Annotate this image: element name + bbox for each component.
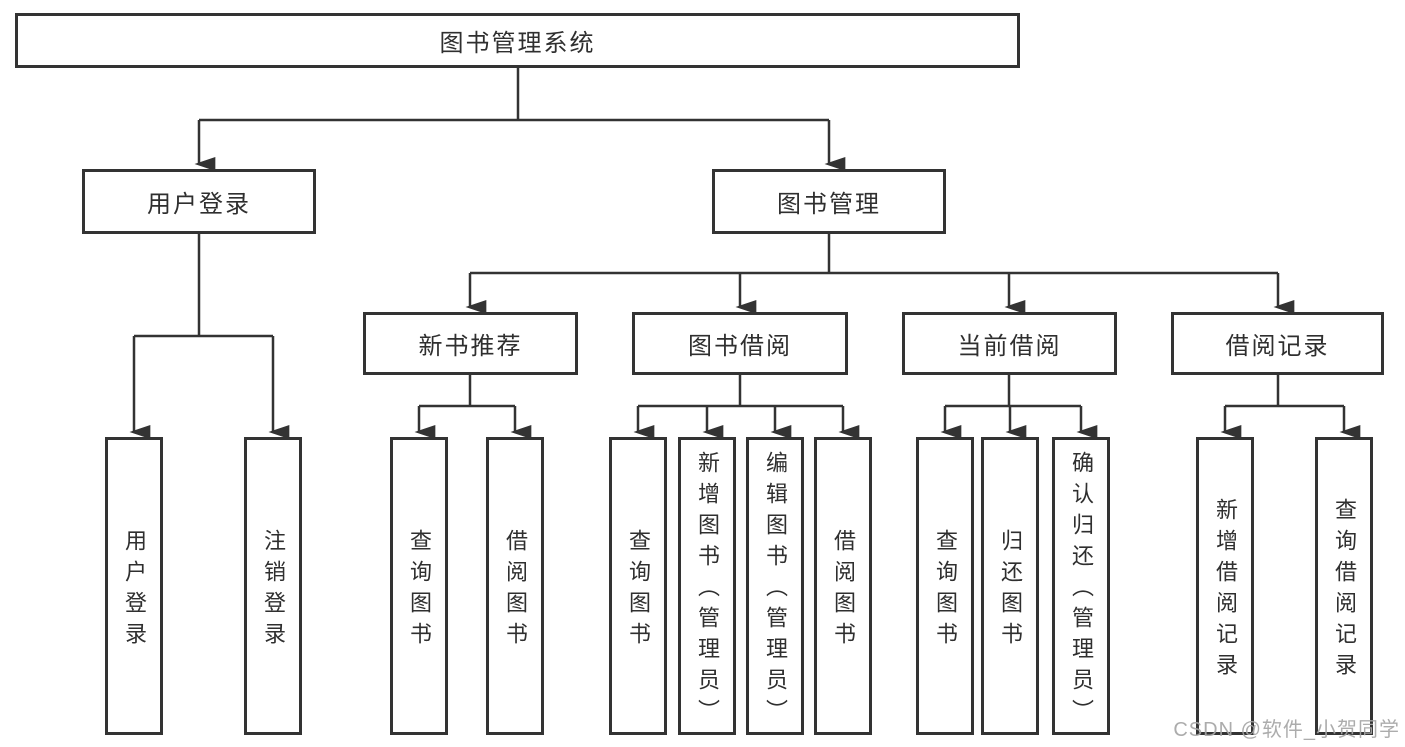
leaf-logout-label: 注销登录 [261,528,286,653]
node-borrowing-records-label: 借阅记录 [1225,333,1330,360]
leaf-add-book-admin-label: 新增图书（管理员） [695,451,720,730]
leaf-user-login-label: 用户登录 [122,528,147,653]
leaf-query-books-current: 查询图书 [916,437,974,735]
csdn-watermark: CSDN @软件_小贺同学 [1173,719,1400,741]
leaf-return-books-label: 归还图书 [998,528,1023,653]
node-book-management: 图书管理 [712,169,946,234]
leaf-borrow-books-recommend: 借阅图书 [486,437,544,735]
leaf-add-book-admin: 新增图书（管理员） [678,437,736,735]
leaf-edit-book-admin-label: 编辑图书（管理员） [763,451,788,730]
node-system-root-label: 图书管理系统 [439,30,596,57]
leaf-borrow-books-borrowing: 借阅图书 [814,437,872,735]
leaf-query-books-borrowing: 查询图书 [609,437,667,735]
leaf-logout: 注销登录 [244,437,302,735]
leaf-add-borrow-record-label: 新增借阅记录 [1213,497,1238,684]
node-current-borrowing-label: 当前借阅 [957,333,1062,360]
node-user-login-label: 用户登录 [147,191,251,218]
leaf-query-books-recommend: 查询图书 [390,437,448,735]
leaf-query-borrow-record: 查询借阅记录 [1315,437,1373,735]
leaf-query-borrow-record-label: 查询借阅记录 [1332,497,1357,684]
leaf-query-books-recommend-label: 查询图书 [407,528,432,653]
node-book-management-label: 图书管理 [777,191,881,218]
leaf-edit-book-admin: 编辑图书（管理员） [746,437,804,735]
leaf-borrow-books-borrowing-label: 借阅图书 [831,528,856,653]
node-current-borrowing: 当前借阅 [902,312,1117,375]
leaf-return-books: 归还图书 [981,437,1039,735]
node-new-book-recommendation-label: 新书推荐 [418,333,523,360]
node-book-borrowing-label: 图书借阅 [688,333,792,360]
leaf-confirm-return-admin-label: 确认归还（管理员） [1069,451,1094,730]
leaf-user-login: 用户登录 [105,437,163,735]
node-system-root: 图书管理系统 [15,13,1020,68]
node-book-borrowing: 图书借阅 [632,312,848,375]
leaf-confirm-return-admin: 确认归还（管理员） [1052,437,1110,735]
leaf-query-books-borrowing-label: 查询图书 [626,528,651,653]
node-new-book-recommendation: 新书推荐 [363,312,578,375]
leaf-borrow-books-recommend-label: 借阅图书 [503,528,528,653]
node-user-login-branch: 用户登录 [82,169,316,234]
node-borrowing-records: 借阅记录 [1171,312,1384,375]
leaf-query-books-current-label: 查询图书 [933,528,958,653]
leaf-add-borrow-record: 新增借阅记录 [1196,437,1254,735]
